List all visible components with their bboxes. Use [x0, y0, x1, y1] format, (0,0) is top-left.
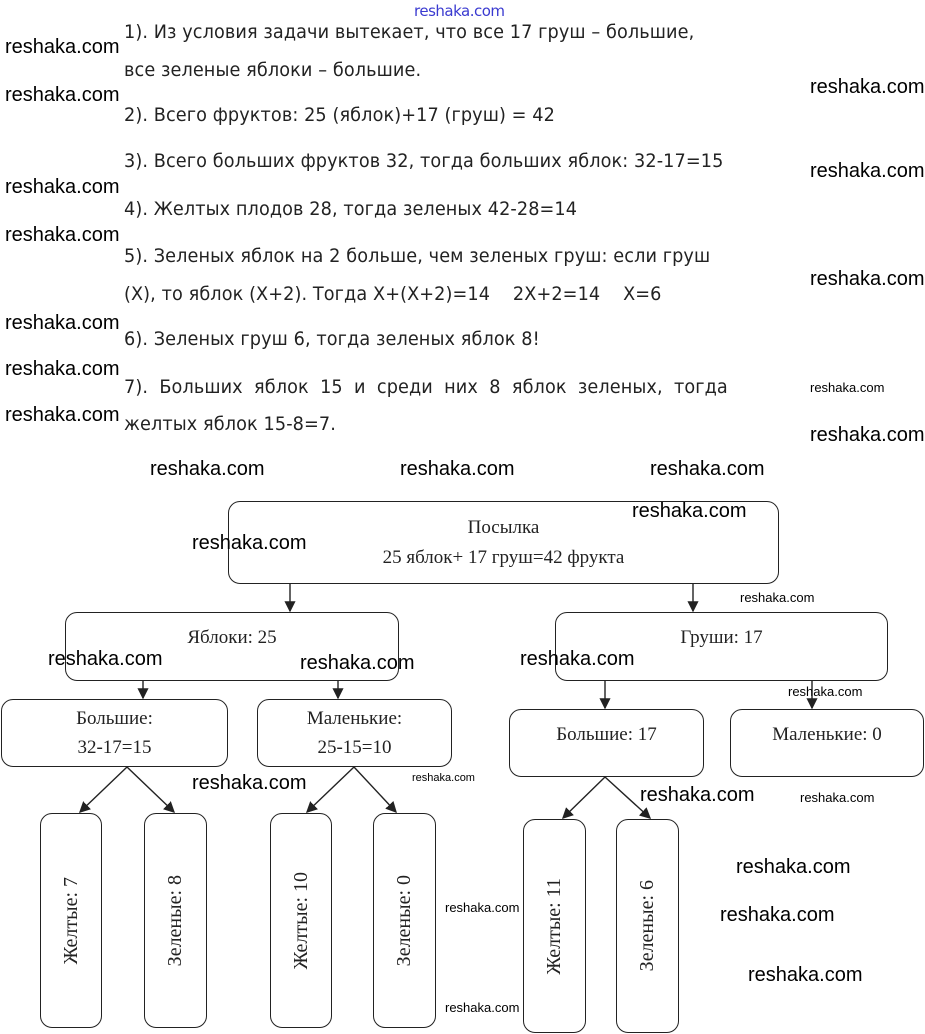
watermark: reshaka.com [748, 964, 863, 986]
watermark: reshaka.com [788, 684, 863, 699]
node-root-subtitle: 25 яблок+ 17 груш=42 фрукта [382, 546, 625, 568]
node-apples-big: Большие: 32-17=15 [1, 699, 228, 767]
watermark: reshaka.com [445, 1000, 520, 1015]
leaf-label: Зеленые: 8 [164, 874, 186, 967]
watermark: reshaka.com [810, 76, 925, 98]
watermark-top: reshaka.com [414, 2, 505, 20]
watermark: reshaka.com [740, 590, 815, 605]
node-root-title: Посылка [467, 517, 540, 539]
watermark: reshaka.com [412, 772, 475, 784]
arrow [78, 766, 128, 813]
leaf-pears-green: Зеленые: 6 [616, 819, 679, 1033]
solution-line: все зеленые яблоки – большие. [124, 59, 422, 81]
watermark: reshaka.com [810, 268, 925, 290]
leaf-small-apples-green: Зеленые: 0 [373, 813, 436, 1028]
node-pears-label: Груши: 17 [680, 627, 763, 648]
watermark: reshaka.com [810, 380, 885, 395]
watermark: reshaka.com [192, 772, 307, 794]
node-pears-big-label: Большие: 17 [556, 724, 657, 745]
watermark: reshaka.com [720, 904, 835, 926]
watermark: reshaka.com [445, 900, 520, 915]
watermark: reshaka.com [736, 856, 851, 878]
node-pears-small: Маленькие: 0 [730, 709, 924, 777]
watermark: reshaka.com [640, 784, 755, 806]
arrow [305, 766, 355, 813]
solution-line: 4). Желтых плодов 28, тогда зеленых 42-2… [124, 198, 578, 220]
watermark: reshaka.com [810, 160, 925, 182]
solution-line: (Х), то яблок (Х+2). Тогда Х+(Х+2)=14 2Х… [124, 283, 662, 305]
arrow [604, 776, 652, 819]
node-apples-label: Яблоки: 25 [187, 627, 277, 648]
leaf-label: Желтые: 10 [289, 871, 312, 970]
watermark: reshaka.com [5, 36, 120, 58]
node-apples-small: Маленькие: 25-15=10 [257, 699, 452, 767]
watermark: reshaka.com [5, 358, 120, 380]
node-apples-small-title: Маленькие: [306, 707, 403, 729]
leaf-apples-yellow: Желтые: 7 [40, 813, 102, 1028]
node-pears: Груши: 17 [555, 612, 888, 681]
watermark: reshaka.com [650, 458, 765, 480]
watermark: reshaka.com [48, 648, 163, 670]
solution-line: 7). Больших яблок 15 и среди них 8 яблок… [124, 376, 728, 398]
watermark: reshaka.com [400, 458, 515, 480]
watermark: reshaka.com [5, 312, 120, 334]
node-apples-small-value: 25-15=10 [317, 737, 392, 758]
solution-line: 3). Всего больших фруктов 32, тогда боль… [124, 150, 724, 172]
arrow [561, 776, 606, 819]
watermark: reshaka.com [810, 424, 925, 446]
watermark: reshaka.com [5, 176, 120, 198]
solution-line: 2). Всего фруктов: 25 (яблок)+17 (груш) … [124, 104, 555, 126]
watermark: reshaka.com [5, 224, 120, 246]
solution-line: 5). Зеленых яблок на 2 больше, чем зелен… [124, 245, 711, 267]
solution-line: желтых яблок 15-8=7. [124, 413, 336, 435]
node-apples-big-title: Большие: [76, 707, 153, 729]
node-apples: Яблоки: 25 [65, 612, 399, 681]
leaf-label: Зеленые: 6 [636, 880, 658, 972]
watermark: reshaka.com [800, 790, 875, 805]
watermark: reshaka.com [150, 458, 265, 480]
arrow [126, 766, 176, 813]
arrow [353, 766, 397, 814]
node-pears-small-label: Маленькие: 0 [772, 724, 882, 745]
leaf-label: Желтые: 7 [59, 876, 82, 965]
node-apples-big-value: 32-17=15 [77, 737, 152, 758]
leaf-label: Зеленые: 0 [393, 874, 415, 967]
leaf-label: Желтые: 11 [543, 877, 565, 975]
watermark: reshaka.com [192, 532, 307, 554]
node-pears-big: Большие: 17 [509, 709, 704, 777]
leaf-pears-yellow: Желтые: 11 [523, 819, 586, 1033]
solution-line: 1). Из условия задачи вытекает, что все … [124, 21, 695, 43]
watermark: reshaka.com [5, 404, 120, 426]
watermark: reshaka.com [520, 648, 635, 670]
watermark: reshaka.com [632, 500, 747, 522]
leaf-apples-green: Зеленые: 8 [144, 813, 207, 1028]
node-root: Посылка 25 яблок+ 17 груш=42 фрукта [228, 501, 779, 584]
leaf-small-apples-yellow: Желтые: 10 [270, 813, 332, 1028]
watermark: reshaka.com [300, 652, 415, 674]
watermark: reshaka.com [5, 84, 120, 106]
solution-line: 6). Зеленых груш 6, тогда зеленых яблок … [124, 328, 540, 350]
